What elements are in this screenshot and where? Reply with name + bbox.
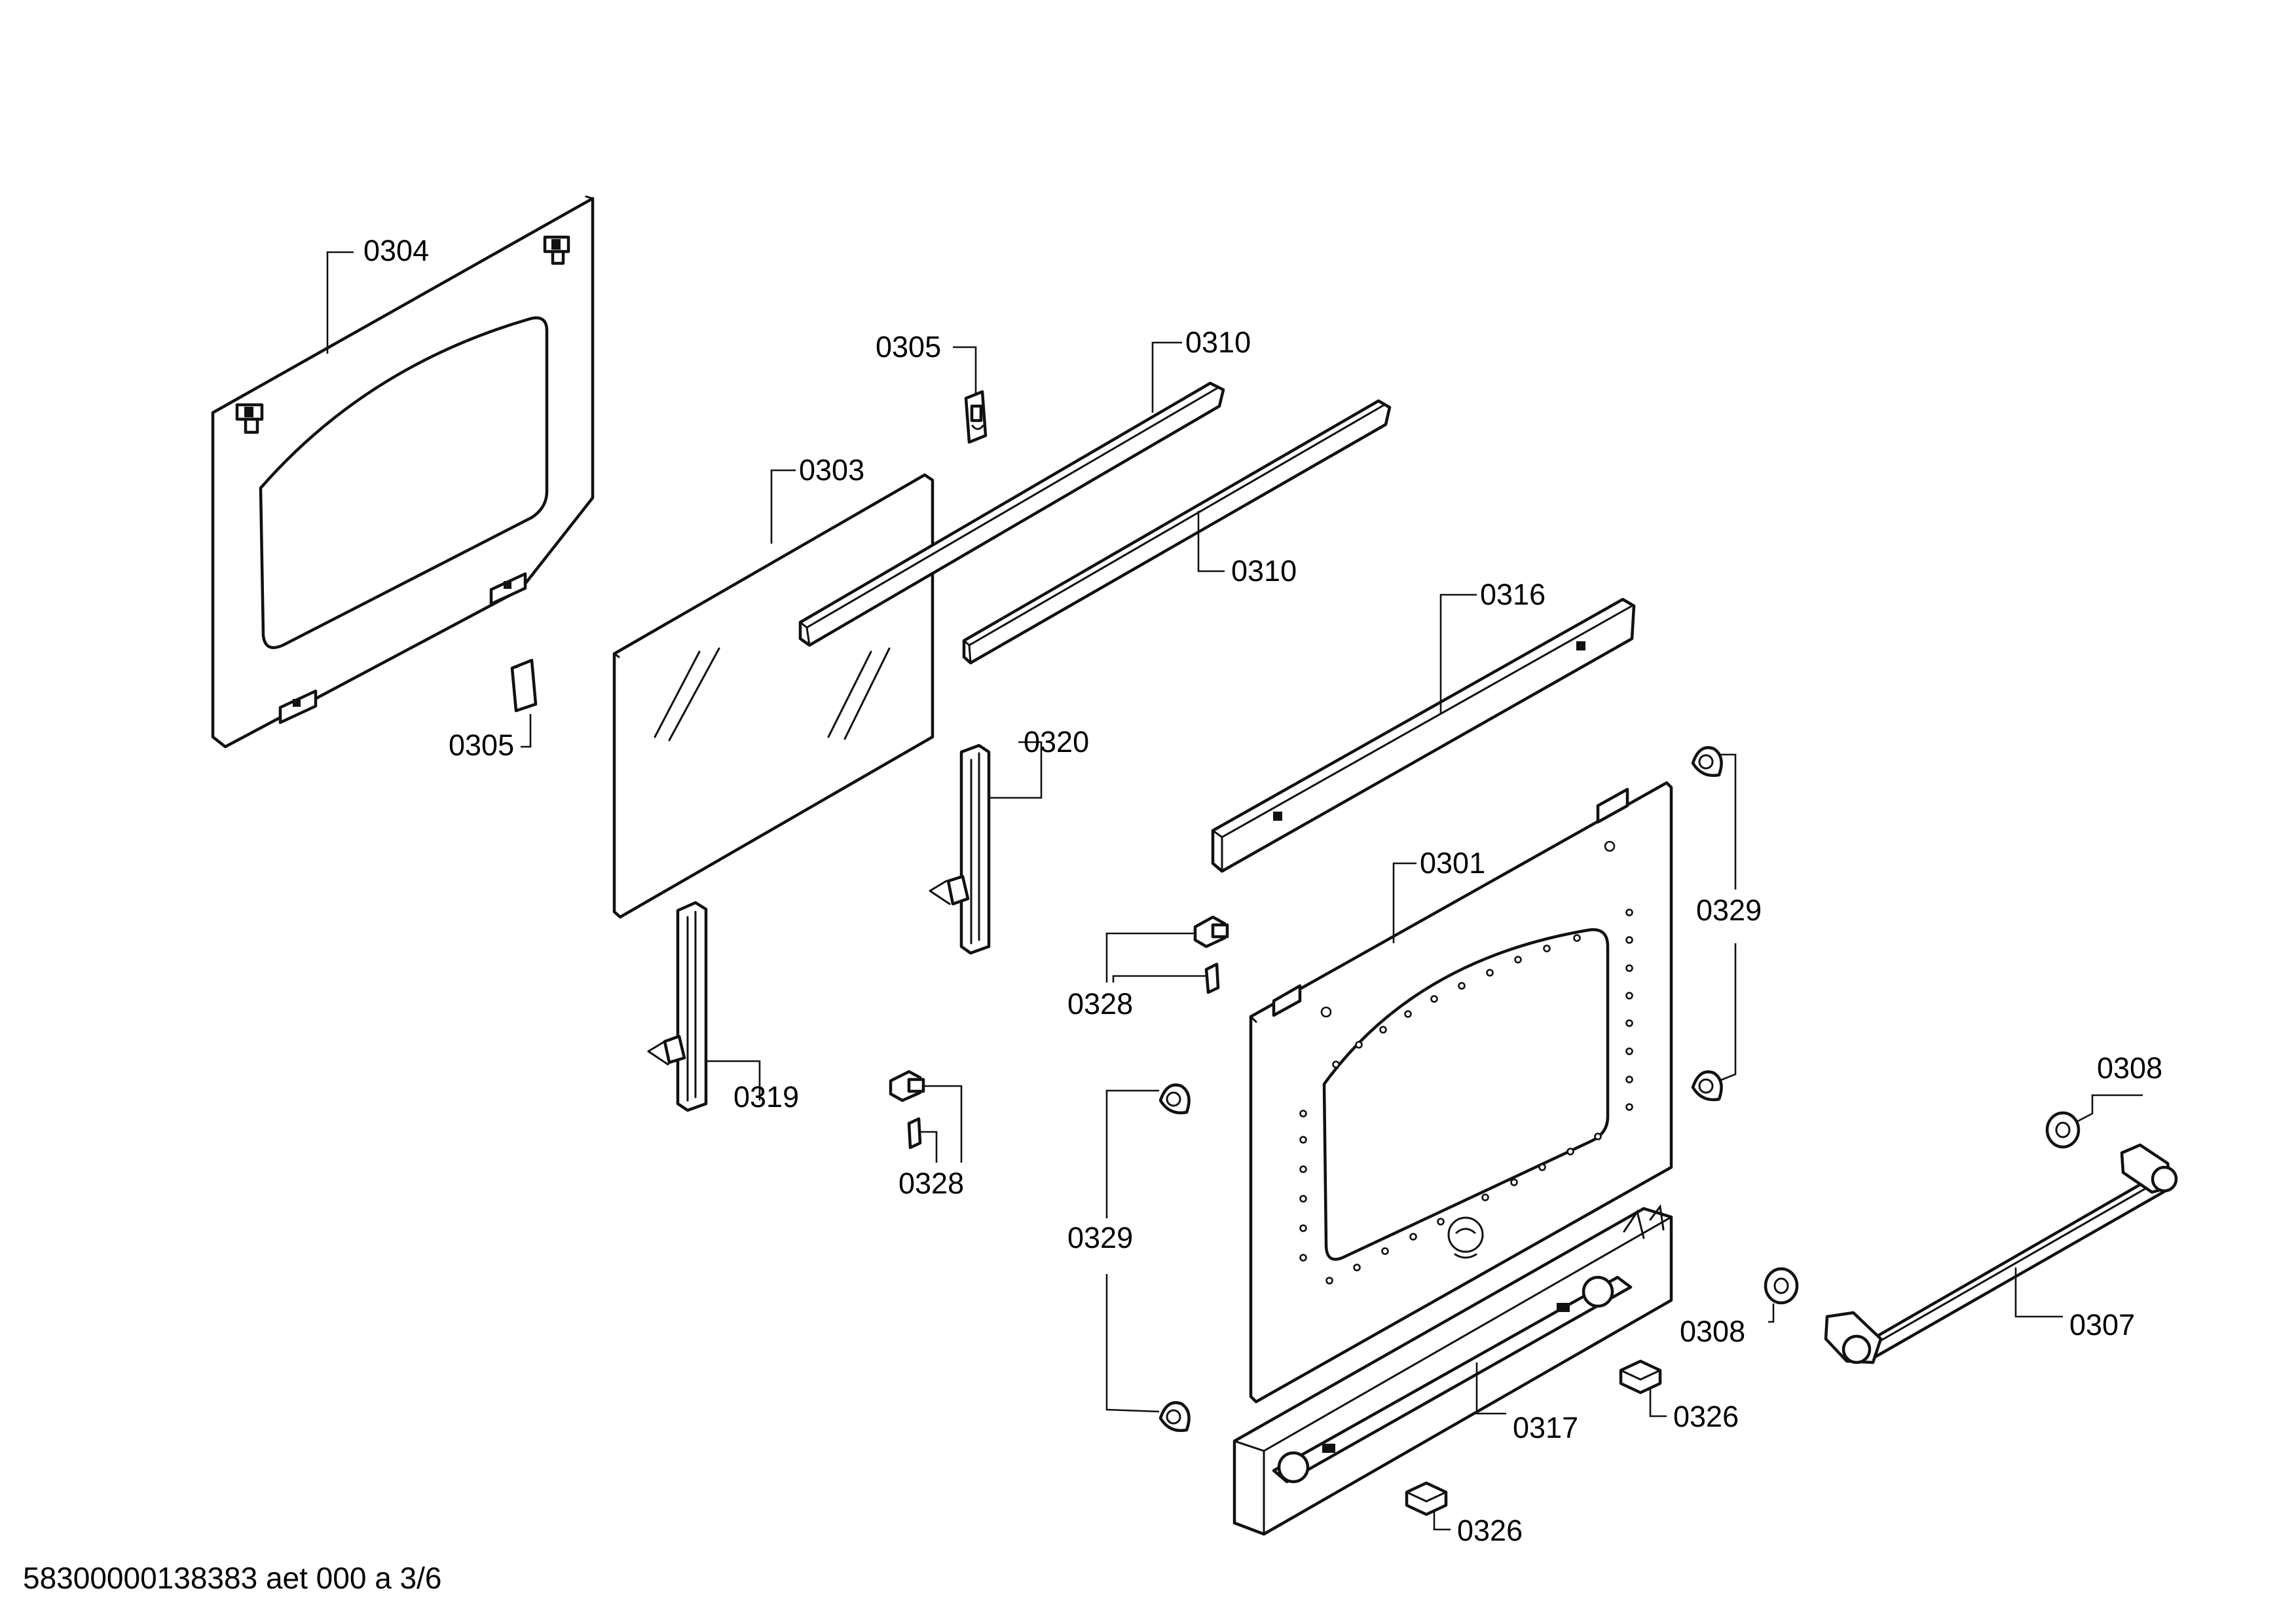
part-0326-clip-bottom <box>1405 1481 1448 1516</box>
label-0316: 0316 <box>1480 578 1546 611</box>
part-0301-inner-door <box>1249 781 1673 1404</box>
bracket-top-right <box>543 235 570 265</box>
bracket-bottom-right <box>489 572 527 606</box>
label-0307: 0307 <box>2069 1308 2135 1342</box>
label-0310-upper: 0310 <box>1185 326 1251 359</box>
part-0310-strip-lower <box>962 399 1392 665</box>
part-0328-clip-lower <box>889 1070 925 1150</box>
part-labels: 0304 0305 0305 0310 0310 0303 0316 0320 … <box>363 234 2162 1547</box>
label-0305-upper: 0305 <box>876 330 941 364</box>
part-0316-top-profile <box>1211 597 1636 873</box>
bracket-bottom-left <box>278 689 318 724</box>
label-0329-left: 0329 <box>1067 1221 1133 1254</box>
label-0304: 0304 <box>363 234 429 267</box>
label-0329-right: 0329 <box>1696 893 1762 927</box>
label-0317: 0317 <box>1513 1411 1578 1444</box>
part-0317-bottom-profile <box>1232 1204 1673 1536</box>
label-0326-bottom: 0326 <box>1457 1514 1523 1547</box>
label-0319: 0319 <box>733 1080 799 1114</box>
part-0310-strip-upper <box>798 381 1225 647</box>
label-0303: 0303 <box>799 453 864 487</box>
label-0308-lower: 0308 <box>1680 1315 1745 1348</box>
part-0303-glass-panel <box>612 473 935 919</box>
part-0328-clip-upper <box>1193 915 1229 994</box>
part-0304-outer-panel <box>211 195 595 749</box>
part-0320-hinge <box>929 743 991 955</box>
part-0329-cap-left-bottom <box>1158 1401 1191 1433</box>
label-0328-lower: 0328 <box>898 1167 964 1200</box>
part-0329-cap-left-top <box>1158 1083 1191 1115</box>
part-0308-washer-lower <box>1764 1267 1799 1305</box>
label-0301: 0301 <box>1420 846 1485 880</box>
part-0307-handle <box>1824 1143 2178 1364</box>
leader-lines <box>326 251 2143 1531</box>
part-0329-cap-right-top <box>1691 746 1723 778</box>
label-0308-upper: 0308 <box>2097 1051 2162 1085</box>
part-0305-clip-lower <box>510 658 538 713</box>
bracket-top-left <box>235 403 264 434</box>
label-0326-right: 0326 <box>1673 1400 1739 1433</box>
part-0308-washer-upper <box>2045 1111 2081 1149</box>
label-0305-lower: 0305 <box>449 728 514 762</box>
label-0310-lower: 0310 <box>1231 554 1297 588</box>
part-0319-hinge <box>647 901 708 1112</box>
part-0305-clip-upper <box>964 390 988 444</box>
label-0320: 0320 <box>1024 725 1089 759</box>
part-0326-clip-right <box>1619 1359 1662 1395</box>
label-0328-upper: 0328 <box>1067 987 1133 1021</box>
perimeter-dots <box>1299 909 1633 1285</box>
part-0329-cap-right-bottom <box>1691 1070 1723 1102</box>
logo-badge <box>1447 1216 1484 1259</box>
document-id: 58300000138383 aet 000 a 3/6 <box>23 1561 442 1595</box>
